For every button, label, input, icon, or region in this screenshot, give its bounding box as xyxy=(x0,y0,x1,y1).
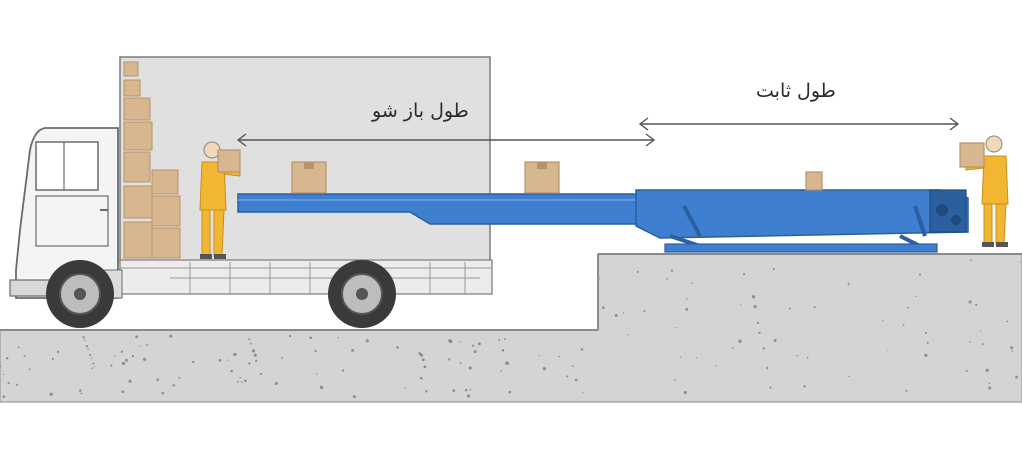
conveyor-motor xyxy=(929,189,967,233)
box-icon xyxy=(805,171,823,191)
box-icon xyxy=(123,185,153,219)
truck-chassis xyxy=(119,259,493,295)
box-icon xyxy=(524,161,560,194)
box-icon xyxy=(123,97,151,121)
double-arrow-icon xyxy=(236,133,656,147)
truck xyxy=(9,56,493,328)
ground-speckles xyxy=(0,259,1022,399)
conveyor-base xyxy=(664,243,938,253)
worker-icon xyxy=(965,135,1009,247)
box-icon xyxy=(123,121,153,151)
box-icon xyxy=(151,169,179,195)
truck-cargo-box xyxy=(119,56,491,263)
box-icon xyxy=(217,149,241,173)
box-icon xyxy=(123,221,153,259)
box-icon xyxy=(959,142,985,168)
box-icon xyxy=(151,195,181,227)
telescopic-conveyor xyxy=(237,189,969,253)
truck-windshield xyxy=(35,141,99,191)
box-icon xyxy=(123,79,141,97)
truck-rear-wheel xyxy=(328,260,396,328)
truck-bumper xyxy=(9,279,51,297)
double-arrow-icon xyxy=(638,117,960,131)
box-icon xyxy=(151,227,181,259)
extendable-length-label: طول باز شو xyxy=(372,100,469,122)
truck-front-wheel xyxy=(46,260,114,328)
box-icon xyxy=(123,61,139,77)
box-icon xyxy=(291,161,327,194)
truck-door-panel xyxy=(35,195,109,247)
box-icon xyxy=(123,151,151,183)
fixed-length-label: طول ثابت xyxy=(756,80,836,102)
stacked-boxes xyxy=(123,61,181,259)
conveyor-boxes xyxy=(291,161,823,194)
ground xyxy=(0,253,1022,403)
